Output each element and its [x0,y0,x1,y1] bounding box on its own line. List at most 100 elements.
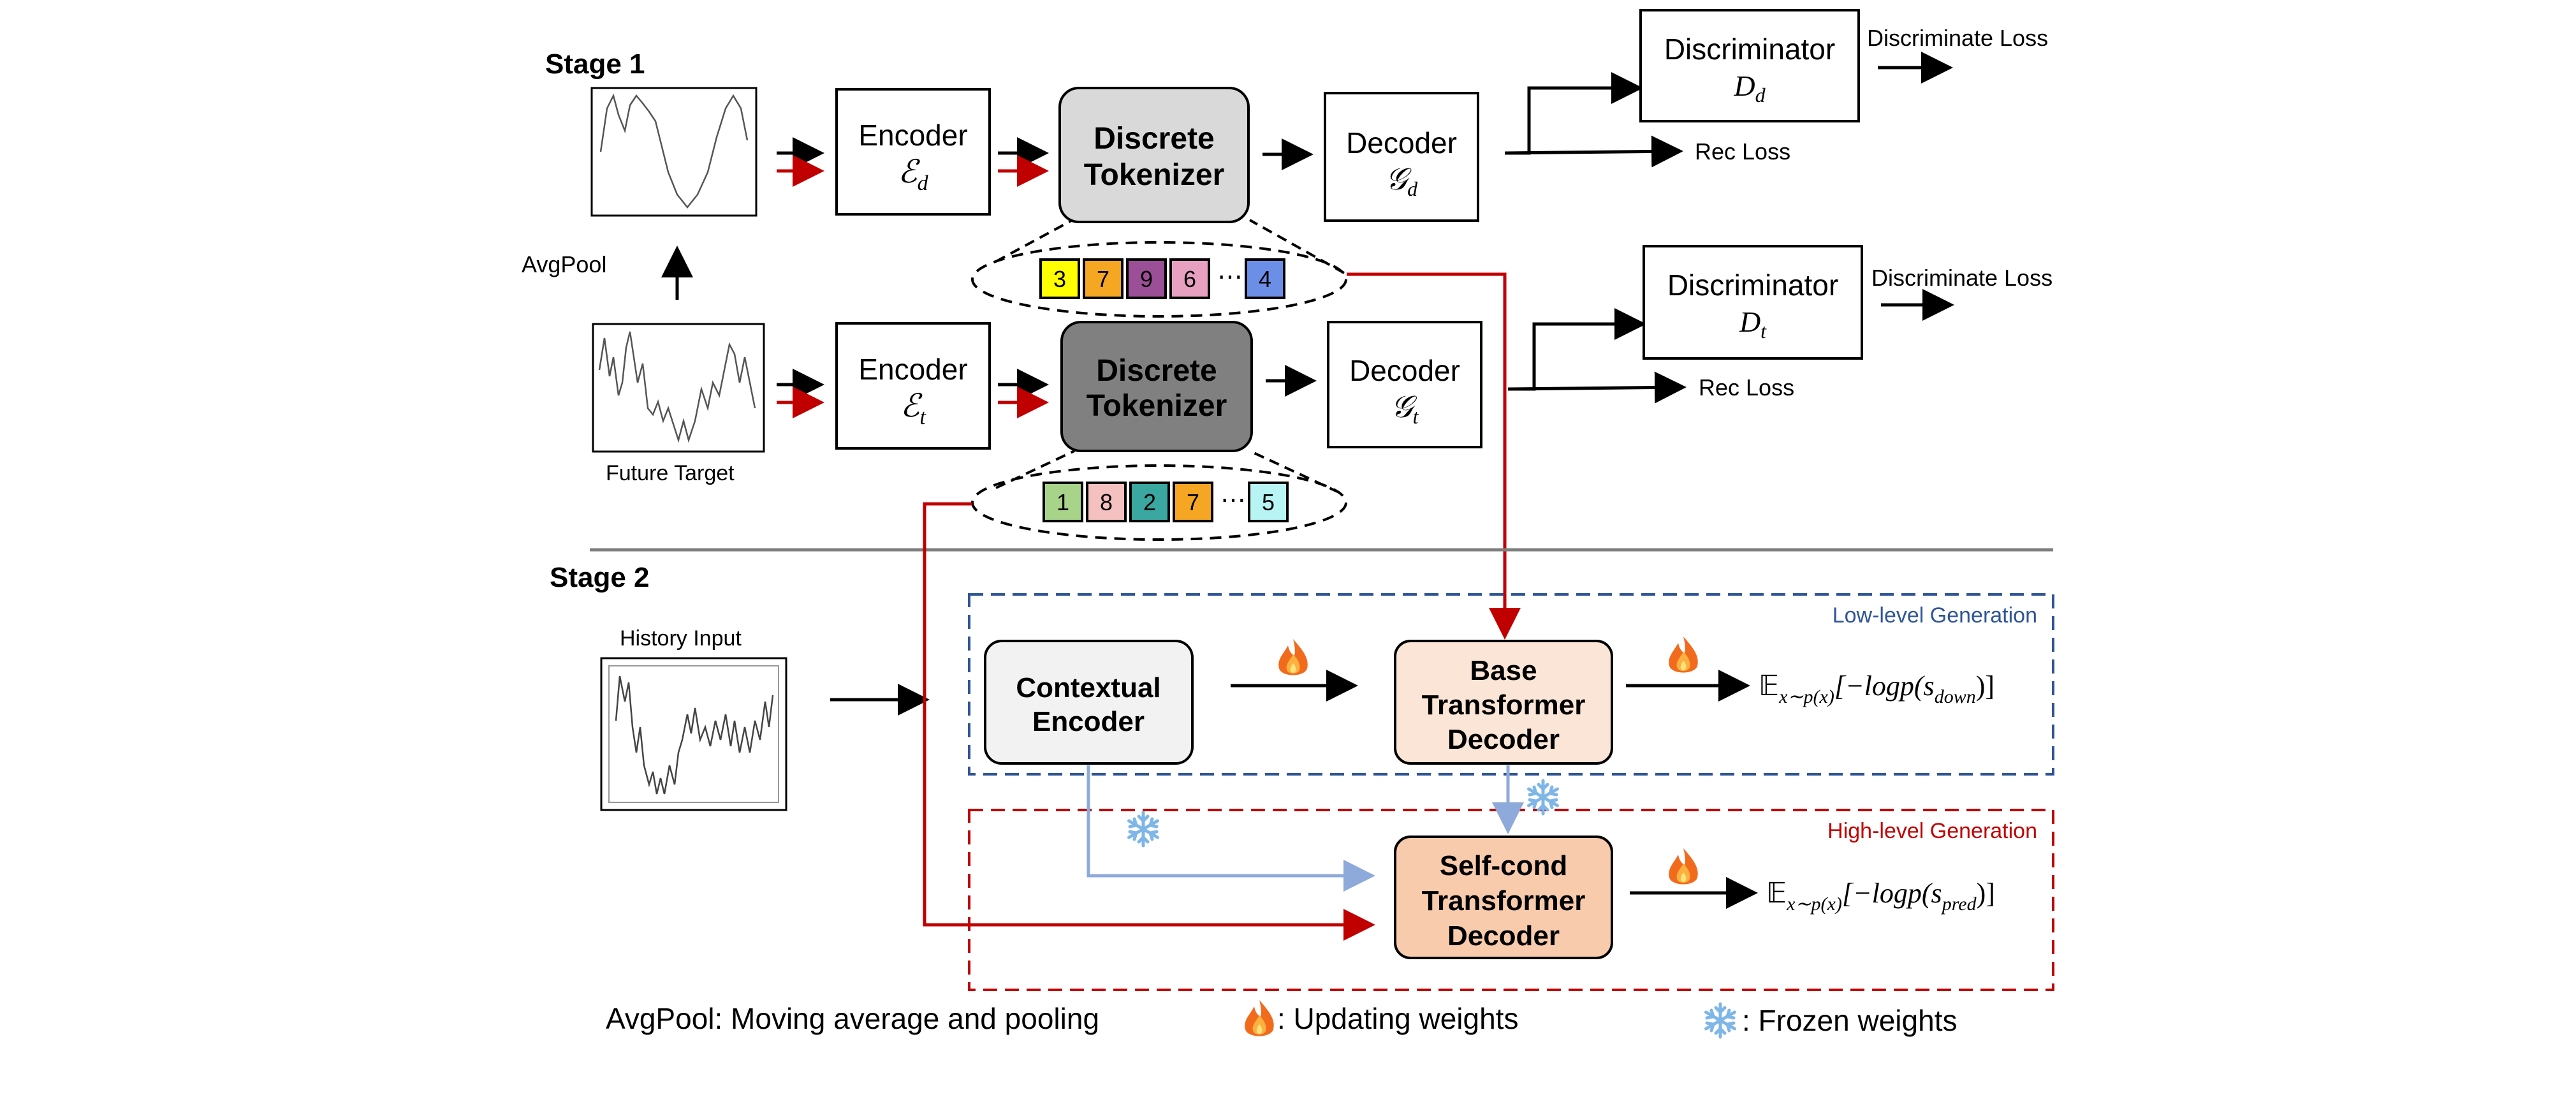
tokens-t-token-value: 5 [1262,489,1275,515]
base-decoder-line2: Transformer [1422,689,1586,721]
rec-loss-t-label: Rec Loss [1699,374,1794,401]
tokens-d-token-cell [1245,258,1285,299]
contextual-encoder-line2: Encoder [1032,706,1145,737]
encoder-d-symbol: ℰ [898,154,920,189]
tokens-t-token-cell [1248,482,1289,522]
tokens-d-token-value: 3 [1053,266,1066,292]
snowflake-icon [1706,1004,1735,1037]
svg-text:𝔼x∼p(x)[−logp(sdown)]: 𝔼x∼p(x)[−logp(sdown)] [1759,670,1994,707]
svg-text:𝒢t: 𝒢t [1391,390,1419,428]
low-level-generation-label: Low-level Generation [1833,603,2037,628]
loss-pred-prefix: 𝔼 [1766,878,1787,909]
high-level-generation-label: High-level Generation [1827,819,2037,843]
tokens-t-token-ellipsis: ⋯ [1220,486,1246,514]
tokens-t-token-value: 8 [1100,489,1113,515]
loss-pred-body: [−logp(s [1842,878,1942,909]
encoder-d-sub: d [918,172,929,195]
tokens-t-token-cell [1173,482,1213,522]
tokens-d-token-cell [1083,258,1123,299]
stage1-title: Stage 1 [545,48,645,80]
tokenizer-t-line1: Discrete [1096,354,1217,388]
loss-pred-sub: x∼p(x) [1786,894,1842,915]
disc-loss-t-label: Discriminate Loss [1871,265,2053,291]
tokenizer-t-box: Discrete Tokenizer [1060,321,1253,452]
base-transformer-decoder-box: Base Transformer Decoder [1394,640,1613,765]
svg-text:Dd: Dd [1733,70,1766,107]
tokenizer-d-line1: Discrete [1094,122,1214,156]
pooled-series-plot [590,87,757,217]
snowflake-icon [1129,813,1158,846]
tokens-d-token-ellipsis: ⋯ [1217,263,1243,291]
tokens-t-token-cell [1043,482,1083,522]
avgpool-label: AvgPool [522,251,606,277]
tokens-t-token-cell [1086,482,1127,522]
encoder-d-box: Encoder ℰd [835,88,991,216]
arrow-dec-d-to-recloss [1504,135,1683,168]
legend-updating: : Updating weights [1277,1002,1518,1035]
tokens-t-token-value: 2 [1143,489,1156,515]
history-input-plot [600,657,787,811]
discriminator-t-box: Discriminator Dt [1643,245,1863,360]
svg-text:ℰt: ℰt [900,388,926,429]
loss-down-prefix: 𝔼 [1759,670,1779,702]
decoder-d-symbol: 𝒢 [1386,163,1412,196]
tokenizer-d-line2: Tokenizer [1084,158,1225,192]
selfcond-decoder-line2: Transformer [1422,885,1586,917]
tokens-t-token-value: 1 [1057,489,1069,515]
loss-down-var-sub: down [1935,686,1976,707]
contextual-encoder-box: Contextual Encoder [984,640,1194,765]
decoder-d-label: Decoder [1346,126,1457,159]
discriminator-d-box: Discriminator Dd [1639,9,1860,122]
tokenizer-d-rect [1058,87,1250,223]
arrow-dec-t-to-recloss [1507,371,1687,404]
discriminator-d-label: Discriminator [1664,33,1835,66]
legend-frozen: : Frozen weights [1742,1004,1957,1037]
svg-text:𝒢d: 𝒢d [1386,163,1418,200]
encoder-t-box: Encoder ℰt [835,322,991,450]
disc-loss-d-label: Discriminate Loss [1867,25,2048,51]
decoder-t-symbol: 𝒢 [1391,390,1417,424]
discriminator-t-sub: t [1760,320,1767,342]
stage2-title: Stage 2 [550,562,650,593]
discriminator-t-symbol: D [1739,306,1760,338]
svg-text:ℰd: ℰd [898,154,928,195]
red-link-tokens-t-to-selfcond-decoder [923,502,1375,941]
selfcond-decoder-line3: Decoder [1447,920,1560,952]
decoder-t-box: Decoder 𝒢t [1327,321,1482,448]
future-target-plot [592,323,765,453]
fire-icon [1669,848,1698,885]
encoder-t-label: Encoder [858,353,967,386]
discriminator-d-symbol: D [1733,70,1755,102]
svg-text:𝔼x∼p(x)[−logp(spred)]: 𝔼x∼p(x)[−logp(spred)] [1766,878,1995,915]
encoder-d-label: Encoder [858,119,967,152]
base-decoder-line1: Base [1470,655,1537,686]
arrow-dec-t-to-disc [1508,308,1646,391]
selfcond-decoder-line1: Self-cond [1440,850,1567,881]
future-target-label: Future Target [606,461,735,485]
arrow-dec-d-to-disc [1505,72,1643,155]
tokenizer-d-box: Discrete Tokenizer [1058,87,1250,223]
svg-text:Dt: Dt [1739,306,1767,342]
encoder-t-sub: t [919,406,926,429]
low-level-generation-region [968,593,2054,776]
tokens-d-token-value: 4 [1259,266,1271,292]
tokens-d-token-value: 6 [1183,266,1196,292]
selfcond-transformer-decoder-box: Self-cond Transformer Decoder [1394,836,1613,959]
red-link-tokens-d-to-base-decoder [1347,272,1521,640]
contextual-encoder-line1: Contextual [1016,672,1160,703]
blue-link-ctx-to-selfcond [1087,765,1375,892]
loss-down-sub: x∼p(x) [1778,686,1834,707]
tokens-d-token-value: 9 [1140,266,1153,292]
fire-icon [1278,639,1308,675]
tokenizer-t-line2: Tokenizer [1087,389,1227,423]
decoder-t-label: Decoder [1349,354,1460,387]
history-input-label: History Input [620,626,742,651]
tokenizer-t-rect [1060,321,1253,452]
legend-avgpool: AvgPool: Moving average and pooling [606,1002,1099,1035]
loss-pred-var-sub: pred [1941,894,1977,915]
fire-icon [1245,1000,1274,1036]
tokens-d-token-cell [1169,258,1210,299]
